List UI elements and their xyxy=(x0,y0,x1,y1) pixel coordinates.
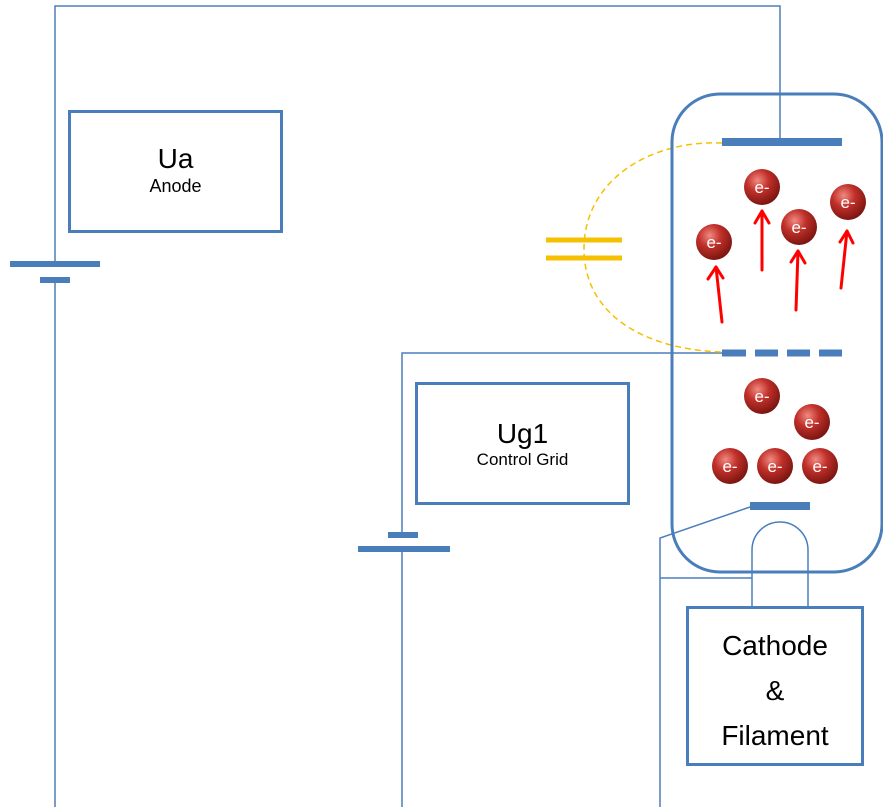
anode-battery-symbol xyxy=(10,261,100,283)
anode-supply-symbol: Ua xyxy=(157,143,194,174)
electron: e- xyxy=(802,448,838,484)
capacitance-dashed-line xyxy=(583,142,723,353)
anode-wire-top xyxy=(54,5,781,262)
electron: e- xyxy=(757,448,793,484)
electron-arrow xyxy=(838,229,855,290)
grid-supply-symbol: Ug1 xyxy=(496,418,549,449)
cathode-label-line1: Cathode xyxy=(722,630,828,661)
cathode-wire xyxy=(659,506,751,807)
electron: e- xyxy=(794,404,830,440)
grid-supply-box: Ug1 Control Grid xyxy=(415,382,630,505)
electron: e- xyxy=(696,224,732,260)
filament-loop xyxy=(751,521,809,606)
cathode-filament-box: Cathode & Filament xyxy=(686,606,864,766)
electron-arrow xyxy=(789,249,807,312)
cathode-label-line3: Filament xyxy=(721,720,829,751)
cathode-circuit xyxy=(659,506,809,807)
svg-text:e-: e- xyxy=(812,457,827,476)
svg-text:e-: e- xyxy=(754,387,769,406)
tube-envelope xyxy=(670,92,883,574)
svg-text:e-: e- xyxy=(722,457,737,476)
electron-arrow xyxy=(753,209,771,272)
electron: e- xyxy=(712,448,748,484)
electron-arrows xyxy=(706,209,855,324)
svg-text:e-: e- xyxy=(840,193,855,212)
cathode-label-line2: & xyxy=(765,675,785,706)
grid-wire-top xyxy=(401,352,722,535)
svg-text:e-: e- xyxy=(791,218,806,237)
electrons-cathode-region: e- e- e- e- e- xyxy=(712,378,838,484)
electrons-anode-region: e- e- e- e- xyxy=(696,169,866,260)
grid-circuit xyxy=(401,352,722,807)
svg-text:e-: e- xyxy=(706,233,721,252)
svg-text:e-: e- xyxy=(754,178,769,197)
grid-battery-symbol xyxy=(358,532,450,552)
electron: e- xyxy=(830,184,866,220)
electron: e- xyxy=(744,378,780,414)
electron: e- xyxy=(744,169,780,205)
svg-text:e-: e- xyxy=(804,413,819,432)
anode-circuit xyxy=(54,5,781,807)
anode-supply-name: Anode xyxy=(149,176,202,196)
electron-arrow xyxy=(706,265,725,324)
electron: e- xyxy=(781,209,817,245)
svg-text:e-: e- xyxy=(767,457,782,476)
anode-supply-box: Ua Anode xyxy=(68,110,283,233)
grid-supply-name: Control Grid xyxy=(476,450,569,469)
